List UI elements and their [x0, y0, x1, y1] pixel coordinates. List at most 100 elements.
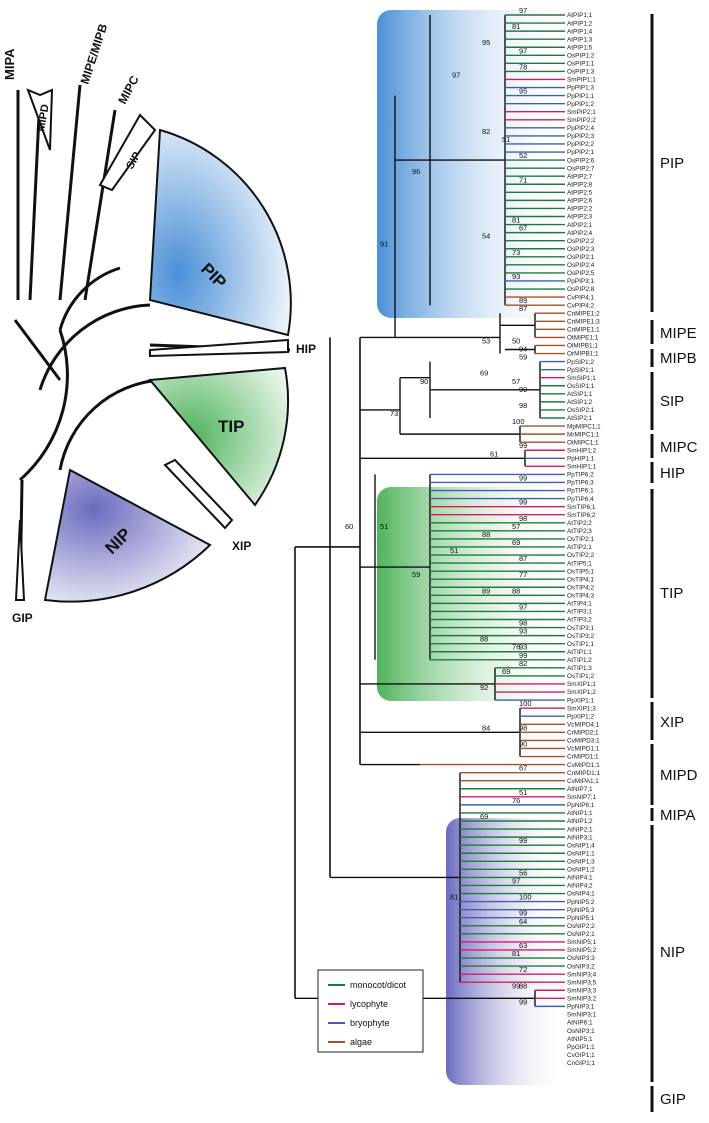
fan-label-hip: HIP — [296, 342, 316, 356]
bootstrap-value: 51 — [380, 522, 388, 531]
leaf-label: SmHIP1;1 — [567, 464, 597, 471]
leaf-label: OsPIP2;4 — [567, 262, 595, 269]
leaf-label: OsTIP4;1 — [567, 576, 594, 583]
bootstrap-value: 100 — [519, 699, 532, 708]
leaf-label: AtPIP2;3 — [567, 214, 593, 221]
leaf-label: PpPIP1;3 — [567, 85, 594, 92]
fan-wedge-mipd — [26, 88, 54, 151]
bootstrap-value: 67 — [519, 224, 527, 233]
leaf-label: AtNIP6;1 — [567, 1020, 593, 1027]
leaf-label: SmHIP1;2 — [567, 447, 597, 454]
leaf-label: SmNIP5;1 — [567, 939, 597, 946]
leaf-label: AtTIP3;1 — [567, 609, 592, 616]
bootstrap-value: 71 — [519, 175, 527, 184]
bootstrap-value: 69 — [480, 812, 488, 821]
bootstrap-value: 53 — [482, 336, 490, 345]
leaf-label: CrMIPD2;1 — [567, 730, 599, 737]
leaf-label: AtPIP2;7 — [567, 173, 593, 180]
leaf-label: OsPIP2;8 — [567, 286, 595, 293]
leaf-label: CvMIPD3;1 — [567, 738, 600, 745]
group-label-mipd: MIPD — [660, 767, 698, 784]
bootstrap-value: 90 — [519, 739, 527, 748]
leaf-label: AtTIP1;2 — [567, 657, 592, 664]
bootstrap-value: 95 — [482, 38, 490, 47]
bootstrap-value: 73 — [390, 409, 398, 418]
leaf-label: SmTIP6;2 — [567, 512, 596, 519]
leaf-label: SmNIP7;1 — [567, 794, 597, 801]
leaf-label: SmSIP1;1 — [567, 375, 596, 382]
bootstrap-value: 69 — [502, 667, 510, 676]
leaf-label: PpPIP2;1 — [567, 149, 594, 156]
bootstrap-value: 56 — [519, 868, 527, 877]
bootstrap-value: 52 — [519, 151, 527, 160]
bootstrap-value: 97 — [519, 46, 527, 55]
leaf-label: AtPIP1;3 — [567, 36, 593, 43]
leaf-label: AtNIP4;2 — [567, 883, 593, 890]
bootstrap-value: 93 — [519, 627, 527, 636]
bootstrap-value: 81 — [512, 216, 520, 225]
bootstrap-value: 99 — [519, 909, 527, 918]
bootstrap-value: 99 — [512, 981, 520, 990]
leaf-label: OsTIP4;2 — [567, 584, 594, 591]
bootstrap-value: 99 — [519, 997, 527, 1006]
group-label-tip: TIP — [660, 585, 683, 602]
bootstrap-value: 69 — [480, 369, 488, 378]
bootstrap-value: 64 — [519, 917, 527, 926]
bootstrap-value: 84 — [482, 723, 490, 732]
bootstrap-value: 81 — [512, 22, 520, 31]
leaf-label: PpPIP1;2 — [567, 101, 594, 108]
bootstrap-value: 50 — [512, 336, 520, 345]
leaf-label: PpNIP5;1 — [567, 915, 595, 922]
bootstrap-value: 60 — [345, 522, 353, 531]
legend-label-bryophyte: bryophyte — [350, 1018, 390, 1028]
leaf-label: AtPIP1;1 — [567, 12, 593, 19]
leaf-label: PpPIP2;4 — [567, 125, 594, 132]
leaf-label: AtNIP2;1 — [567, 826, 593, 833]
bootstrap-value: 97 — [519, 602, 527, 611]
leaf-label: AtPIP2;8 — [567, 181, 593, 188]
group-label-mipe: MIPE — [660, 325, 697, 342]
leaf-label: SmNIP3;4 — [567, 971, 597, 978]
group-label-nip: NIP — [660, 944, 685, 961]
leaf-label: PpXIP1;1 — [567, 697, 594, 704]
leaf-label: PpNIP5;3 — [567, 907, 595, 914]
leaf-label: AtTIP5;1 — [567, 560, 592, 567]
fan-label-mipc: MIPC — [115, 73, 142, 106]
leaf-label: OsNIP2;1 — [567, 931, 595, 938]
legend-label-lycophyte: lycophyte — [350, 999, 388, 1009]
leaf-label: OsNIP3;3 — [567, 955, 595, 962]
leaf-label: OsNIP4;1 — [567, 891, 595, 898]
fan-label-tip: TIP — [218, 417, 244, 436]
bootstrap-value: 51 — [502, 135, 510, 144]
leaf-label: SmXIP1;2 — [567, 689, 596, 696]
phylogenetic-tree — [294, 14, 565, 1008]
bootstrap-value: 99 — [519, 441, 527, 450]
bootstrap-value: 98 — [519, 619, 527, 628]
leaf-label: AtSIP1;2 — [567, 399, 593, 406]
fan-wedge-pip — [148, 128, 292, 337]
leaf-label: PpSIP1;2 — [567, 359, 594, 366]
leaf-label: SmNIP3;2 — [567, 996, 597, 1003]
fan-inner-arc — [58, 266, 121, 331]
bootstrap-value: 78 — [519, 62, 527, 71]
leaf-label: PpPIP1;1 — [567, 93, 594, 100]
group-label-xip: XIP — [660, 714, 684, 731]
leaf-label: OtMIPC1;1 — [567, 439, 599, 446]
leaf-label: PpNIP6;1 — [567, 802, 595, 809]
bootstrap-value: 97 — [452, 70, 460, 79]
bootstrap-value: 51 — [450, 546, 458, 555]
leaf-label: CnMIPE1;3 — [567, 318, 600, 325]
leaf-label: AtPIP2;4 — [567, 230, 593, 237]
leaf-label: OsSIP1;1 — [567, 383, 595, 390]
bootstrap-value: 87 — [519, 554, 527, 563]
leaf-label: OsTIP1;2 — [567, 673, 594, 680]
bootstrap-value: 59 — [412, 570, 420, 579]
leaf-label: OsPIP1;2 — [567, 53, 595, 60]
pip-clade-box — [377, 10, 560, 318]
leaf-label: CrMIPD1;1 — [567, 754, 599, 761]
leaf-label: CvMIPD1;1 — [567, 762, 600, 769]
leaf-label: PpPIP3;1 — [567, 278, 594, 285]
leaf-label: OsNIP1;1 — [567, 850, 595, 857]
fan-label-mipe-mipb: MIPE/MIPB — [78, 22, 111, 86]
group-label-mipa: MIPA — [660, 807, 696, 824]
